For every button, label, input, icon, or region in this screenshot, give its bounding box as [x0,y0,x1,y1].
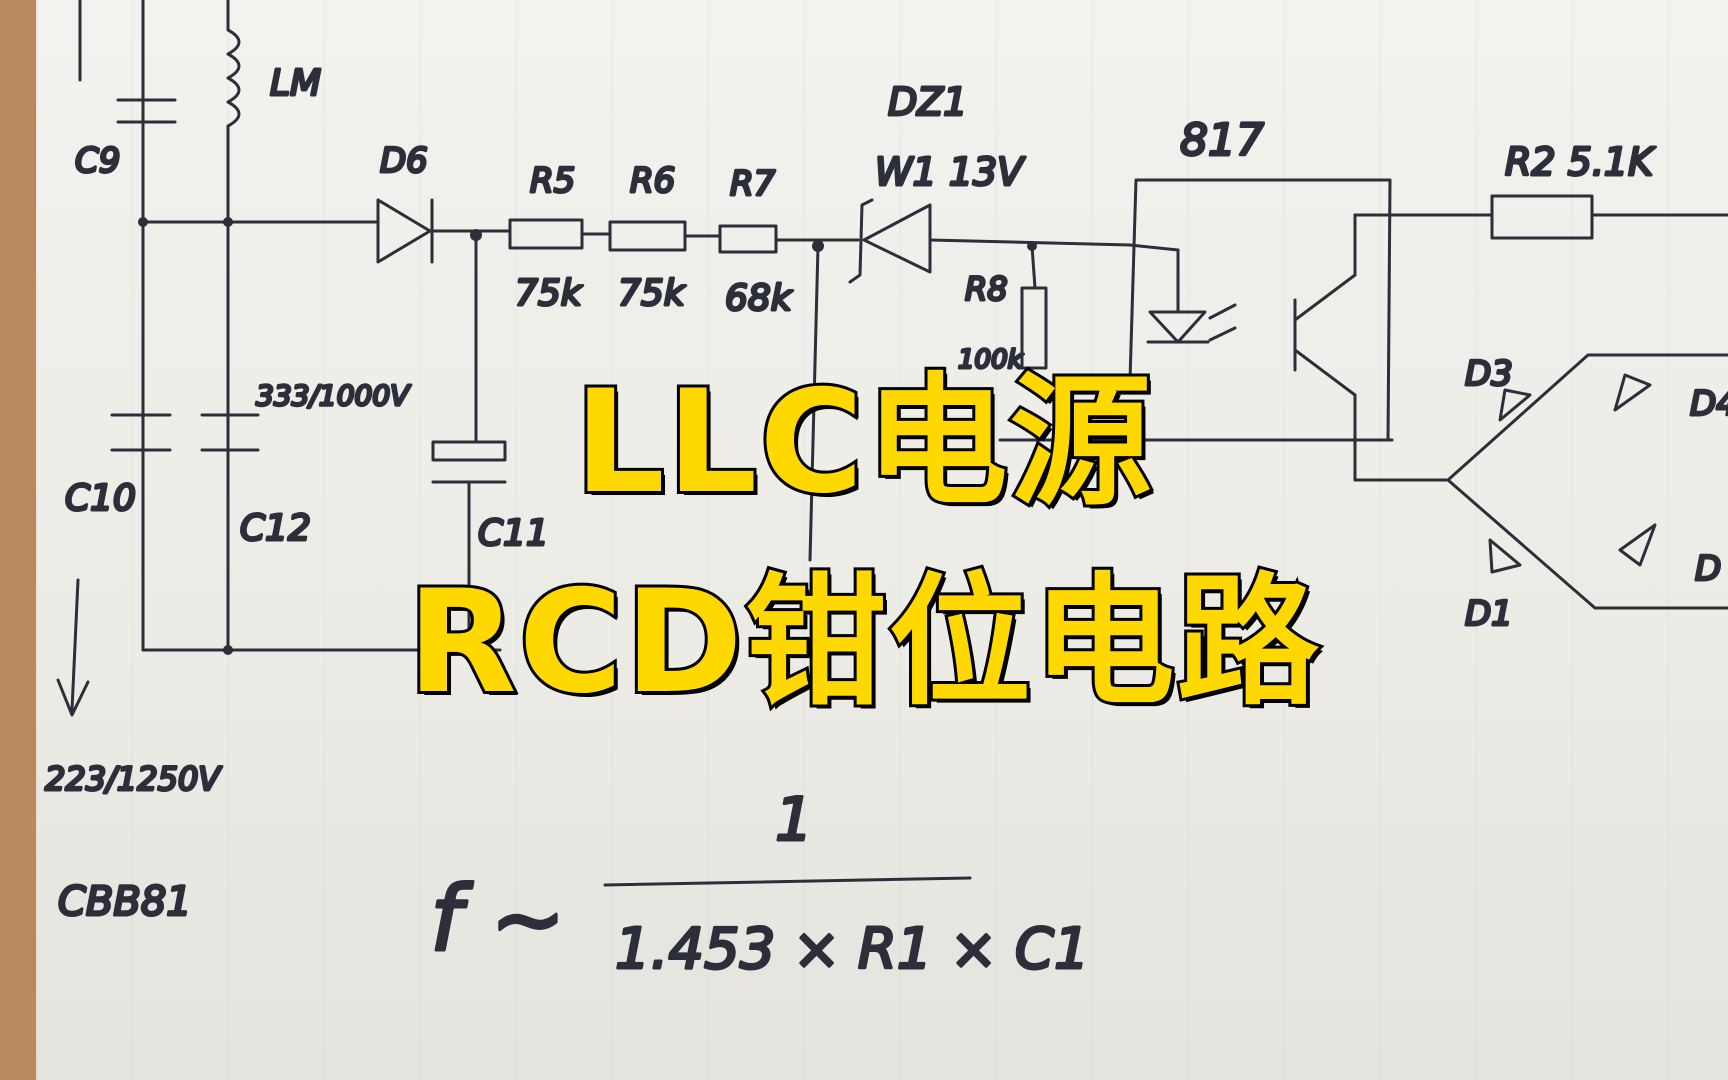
label-d6: D6 [380,141,428,181]
label-r7-value: 68k [725,278,794,319]
title-line-1: LLC电源 [571,360,1154,525]
label-r6: R6 [630,161,675,201]
label-cbb81: CBB81 [58,879,192,925]
label-r5: R5 [530,161,575,201]
formula-denominator: 1.453 × R1 × C1 [615,917,1090,982]
label-817: 817 [1180,115,1264,166]
optocoupler-817 [1128,178,1392,482]
r5-resistor [508,218,584,250]
label-d4: D4 [1690,384,1728,424]
lm-inductor [226,0,241,142]
label-c12-value: 333/1000V [256,379,411,412]
label-r5-value: 75k [515,273,584,314]
bridge-rectifier [1353,353,1728,610]
down-arrow [56,578,90,717]
label-r2: R2 5.1K [1505,140,1656,184]
r6-resistor [608,220,687,252]
label-r7: R7 [730,164,776,204]
label-d3: D3 [1465,354,1513,394]
label-c10: C10 [65,478,136,519]
label-r6-value: 75k [618,273,687,314]
label-c11: C11 [478,513,549,554]
label-c9: C9 [75,141,120,181]
c9-capacitor [116,98,177,124]
formula-numerator: 1 [775,785,813,855]
fraction-bar [603,876,972,887]
r8-resistor [1020,286,1048,370]
label-c10-value: 223/1250V [45,760,222,798]
label-c12: C12 [240,508,311,549]
label-d1: D1 [1465,594,1513,634]
c12-capacitor [200,413,260,452]
label-r8-value: 100k [958,345,1024,375]
label-r8: R8 [965,270,1008,308]
formula-lhs: f ~ [430,867,566,972]
notebook-paper [36,0,1728,1080]
label-dz1-value: W1 13V [875,150,1026,194]
r7-resistor [718,224,778,254]
label-dz1: DZ1 [888,80,967,124]
d6-diode [376,198,512,264]
r2-resistor [1490,194,1594,240]
label-lm: LM [270,63,321,104]
title-line-2: RCD钳位电路 [404,560,1321,725]
label-d2: D [1695,549,1721,589]
c10-capacitor [110,413,172,452]
dz1-zener [848,198,1132,284]
